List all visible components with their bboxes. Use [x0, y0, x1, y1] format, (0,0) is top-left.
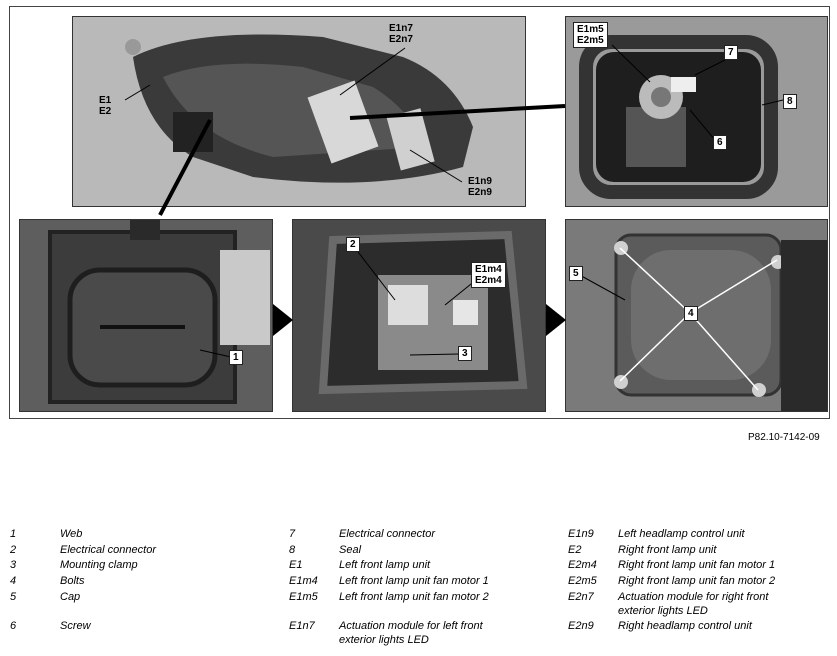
callout-5: 5: [569, 266, 583, 281]
callout-2: 2: [346, 237, 360, 252]
callout-e1n9-e2n9: E1n9 E2n9: [468, 176, 492, 198]
arrow-right-icon: [546, 304, 566, 336]
connector-drawing: [318, 230, 528, 395]
figure-reference: P82.10-7142-09: [748, 432, 820, 443]
callout-6: 6: [713, 135, 727, 150]
callout-e1m4-e2m4: E1m4 E2m4: [471, 262, 506, 288]
callout-e1m5-e2m5: E1m5 E2m5: [573, 22, 608, 48]
arrow-right-icon: [273, 304, 293, 336]
photo-headlamp-assembly: [72, 16, 526, 207]
web-cap-drawing: [48, 220, 270, 404]
callout-8: 8: [783, 94, 797, 109]
callout-e1-e2: E1 E2: [99, 95, 112, 117]
photo-cap-web: [19, 219, 273, 412]
headlamp-drawing: [125, 34, 473, 183]
photo-connector-clamp: [292, 219, 546, 412]
callout-e1n7-e2n7: E1n7 E2n7: [389, 23, 413, 45]
callout-3: 3: [458, 346, 472, 361]
callout-7: 7: [724, 45, 738, 60]
callout-4: 4: [684, 306, 698, 321]
callout-1: 1: [229, 350, 243, 365]
